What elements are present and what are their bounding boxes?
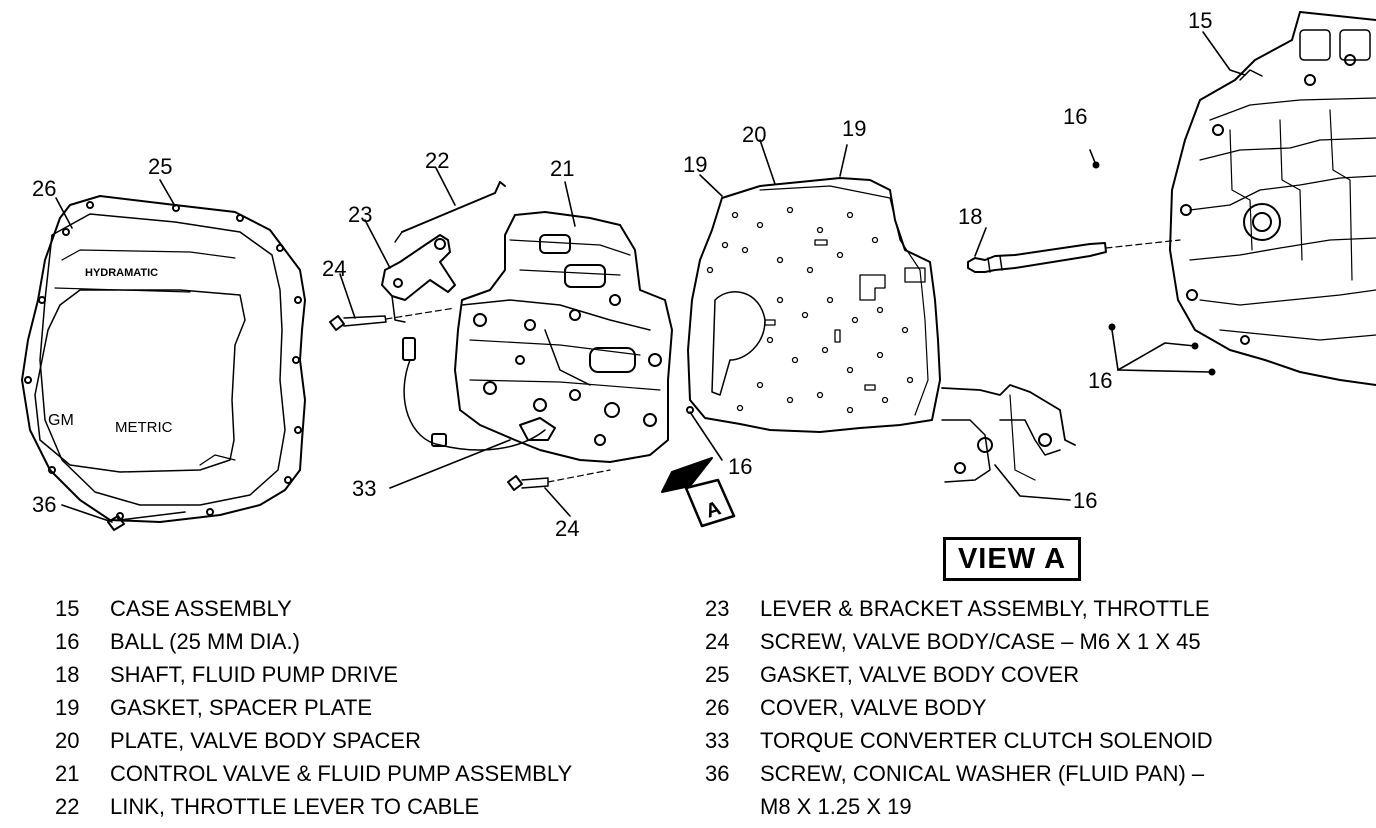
callout-22: 22: [425, 148, 449, 173]
valve-body-cover: HYDRAMATIC GM METRIC: [21, 195, 306, 523]
legend-row: 33 TORQUE CONVERTER CLUTCH SOLENOID: [705, 724, 1213, 757]
valve-body-screw-top: [329, 307, 456, 331]
legend-part-number: 16: [55, 629, 80, 654]
view-a-arrow: A: [661, 457, 736, 528]
throttle-link-and-lever: [381, 181, 506, 323]
legend-part-number: 22: [55, 794, 80, 819]
legend-part-number: 33: [705, 728, 730, 753]
parts-legend-left: 15 CASE ASSEMBLY 16 BALL (25 MM DIA.) 18 SHAF…: [55, 592, 572, 823]
spacer-plate: [687, 177, 941, 433]
legend-part-number: 26: [705, 695, 730, 720]
legend-row: 25 GASKET, VALVE BODY COVER: [705, 658, 1213, 691]
hydramatic-marking: HYDRAMATIC: [85, 267, 158, 279]
callout-25: 25: [148, 154, 172, 179]
valve-body-screw-bottom: [507, 469, 611, 491]
legend-part-description: COVER, VALVE BODY: [760, 695, 987, 720]
legend-part-number: 19: [55, 695, 80, 720]
legend-row: 16 BALL (25 MM DIA.): [55, 625, 572, 658]
legend-part-description: GASKET, VALVE BODY COVER: [760, 662, 1080, 687]
callout-36: 36: [32, 492, 56, 517]
legend-continuation: M8 X 1.25 X 19: [760, 794, 912, 819]
legend-part-description: GASKET, SPACER PLATE: [110, 695, 373, 720]
legend-part-number: 24: [705, 629, 730, 654]
legend-part-number: 15: [55, 596, 80, 621]
legend-row: 23 LEVER & BRACKET ASSEMBLY, THROTTLE: [705, 592, 1213, 625]
legend-row: 22 LINK, THROTTLE LEVER TO CABLE: [55, 790, 572, 823]
fluid-pan-screw: [107, 511, 186, 531]
legend-part-description: SCREW, CONICAL WASHER (FLUID PAN) –: [760, 761, 1205, 786]
case-assembly: [1169, 11, 1376, 386]
legend-part-description: LEVER & BRACKET ASSEMBLY, THROTTLE: [760, 596, 1210, 621]
legend-part-description: CONTROL VALVE & FLUID PUMP ASSEMBLY: [110, 761, 573, 786]
callout-33: 33: [352, 476, 376, 501]
legend-part-description: LINK, THROTTLE LEVER TO CABLE: [110, 794, 480, 819]
legend-part-description: SHAFT, FLUID PUMP DRIVE: [110, 662, 399, 687]
callout-24-top: 24: [322, 256, 346, 281]
view-a-inset: [941, 384, 1076, 483]
legend-part-number: 18: [55, 662, 80, 687]
callout-20: 20: [742, 122, 766, 147]
legend-part-number: 21: [55, 761, 80, 786]
legend-part-number: 36: [705, 761, 730, 786]
legend-row: 20 PLATE, VALVE BODY SPACER: [55, 724, 572, 757]
legend-part-description: TORQUE CONVERTER CLUTCH SOLENOID: [760, 728, 1213, 753]
legend-part-number: 20: [55, 728, 80, 753]
metric-marking: METRIC: [115, 419, 173, 436]
gm-marking: GM: [48, 412, 74, 429]
legend-part-description: CASE ASSEMBLY: [110, 596, 292, 621]
legend-row: 36 SCREW, CONICAL WASHER (FLUID PAN) –: [705, 757, 1213, 790]
control-valve-assembly: [454, 211, 673, 463]
view-a-label-box: VIEW A: [943, 537, 1081, 581]
callout-18: 18: [958, 204, 982, 229]
callout-16-plate: 16: [728, 454, 752, 479]
view-a-arrow-letter: A: [703, 497, 724, 522]
leader-lines: [55, 31, 1246, 523]
callout-26: 26: [32, 176, 56, 201]
legend-row: 24 SCREW, VALVE BODY/CASE – M6 X 1 X 45: [705, 625, 1213, 658]
legend-part-description: SCREW, VALVE BODY/CASE – M6 X 1 X 45: [760, 629, 1201, 654]
callout-16-case: 16: [1063, 104, 1087, 129]
tcc-solenoid: [402, 337, 556, 451]
callout-16-case-bottom: 16: [1088, 368, 1112, 393]
callout-19-right: 19: [842, 116, 866, 141]
callout-16-view: 16: [1073, 488, 1097, 513]
legend-row: 26 COVER, VALVE BODY: [705, 691, 1213, 724]
legend-part-description: PLATE, VALVE BODY SPACER: [110, 728, 421, 753]
legend-row: 18 SHAFT, FLUID PUMP DRIVE: [55, 658, 572, 691]
legend-part-number: 23: [705, 596, 730, 621]
fluid-pump-drive-shaft: [967, 239, 1181, 273]
callout-24-bottom: 24: [555, 516, 579, 541]
callout-23: 23: [348, 202, 372, 227]
legend-row: 21 CONTROL VALVE & FLUID PUMP ASSEMBLY: [55, 757, 572, 790]
legend-part-number: 25: [705, 662, 730, 687]
view-a-label: VIEW A: [957, 542, 1067, 575]
legend-row: 19 GASKET, SPACER PLATE: [55, 691, 572, 724]
callout-21: 21: [550, 156, 574, 181]
legend-part-description: BALL (25 MM DIA.): [110, 629, 300, 654]
callout-numbers: 15 16 16 16 16 18 19 19 20 21 22 23 24 2…: [32, 8, 1212, 541]
callout-19-left: 19: [683, 152, 707, 177]
callout-15: 15: [1188, 8, 1212, 33]
legend-row: 15 CASE ASSEMBLY: [55, 592, 572, 625]
